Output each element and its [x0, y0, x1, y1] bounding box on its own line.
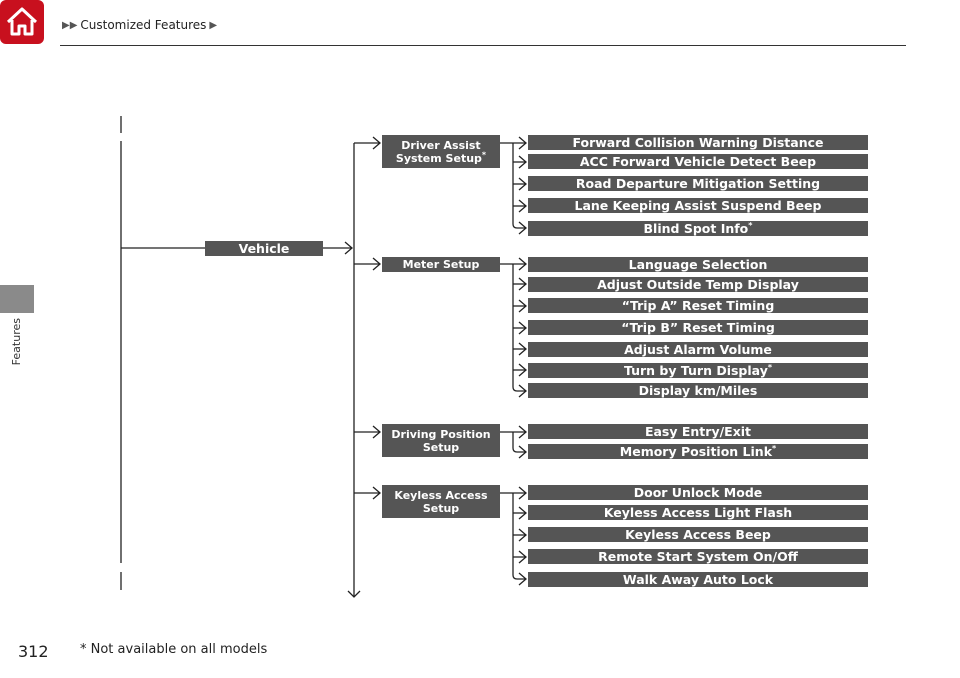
- setting-item[interactable]: Easy Entry/Exit: [528, 424, 868, 439]
- setting-item[interactable]: Walk Away Auto Lock: [528, 572, 868, 587]
- setting-item[interactable]: Door Unlock Mode: [528, 485, 868, 500]
- section-tab[interactable]: [0, 285, 34, 313]
- setting-item[interactable]: Remote Start System On/Off: [528, 549, 868, 564]
- vehicle-root-box[interactable]: Vehicle: [205, 241, 323, 256]
- setting-item[interactable]: Road Departure Mitigation Setting: [528, 176, 868, 191]
- breadcrumb-customized-features[interactable]: Customized Features: [80, 18, 207, 32]
- setting-item[interactable]: Forward Collision Warning Distance: [528, 135, 868, 150]
- setting-item[interactable]: “Trip A” Reset Timing: [528, 298, 868, 313]
- setting-item[interactable]: Display km/Miles: [528, 383, 868, 398]
- vehicle-root-label: Vehicle: [238, 241, 290, 256]
- category-driving-position[interactable]: Driving Position Setup: [382, 424, 500, 457]
- category-label-line1: Driving Position: [391, 427, 491, 441]
- page-number: 312: [18, 642, 49, 661]
- setting-item[interactable]: “Trip B” Reset Timing: [528, 320, 868, 335]
- category-label-line1: Driver Assist: [401, 138, 481, 152]
- category-label-line1: Meter Setup: [402, 258, 480, 271]
- header-divider: [60, 45, 906, 46]
- category-label-line2: Setup: [422, 440, 460, 454]
- setting-item[interactable]: ACC Forward Vehicle Detect Beep: [528, 154, 868, 169]
- category-label-line1: Keyless Access: [394, 488, 488, 502]
- setting-item[interactable]: Turn by Turn Display*: [528, 363, 868, 378]
- setting-item[interactable]: Blind Spot Info*: [528, 221, 868, 236]
- setting-item[interactable]: Keyless Access Light Flash: [528, 505, 868, 520]
- breadcrumb: ▶▶ Customized Features ▶: [62, 18, 217, 32]
- home-icon: [6, 7, 38, 36]
- category-label-line2: Setup: [422, 501, 460, 515]
- category-label-line2: System Setup*: [395, 149, 487, 165]
- setting-item[interactable]: Adjust Outside Temp Display: [528, 277, 868, 292]
- category-keyless-access[interactable]: Keyless Access Setup: [382, 485, 500, 518]
- setting-item[interactable]: Adjust Alarm Volume: [528, 342, 868, 357]
- setting-item[interactable]: Keyless Access Beep: [528, 527, 868, 542]
- home-button[interactable]: [0, 0, 44, 44]
- footnote: * Not available on all models: [80, 642, 268, 657]
- category-meter-setup[interactable]: Meter Setup: [382, 257, 500, 272]
- setting-item[interactable]: Memory Position Link*: [528, 444, 868, 459]
- category-driver-assist[interactable]: Driver Assist System Setup*: [382, 135, 500, 168]
- breadcrumb-arrow-icon: ▶▶: [62, 19, 78, 31]
- breadcrumb-arrow-icon: ▶: [209, 19, 218, 31]
- setting-item[interactable]: Lane Keeping Assist Suspend Beep: [528, 198, 868, 213]
- setting-item[interactable]: Language Selection: [528, 257, 868, 272]
